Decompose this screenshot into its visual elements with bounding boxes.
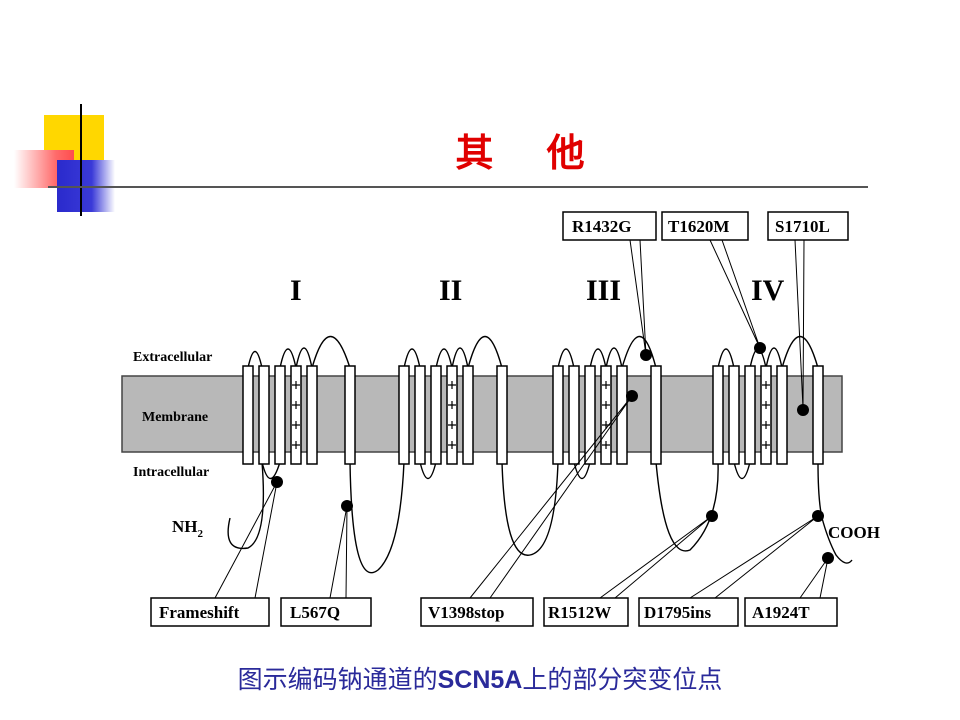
label-extracellular: Extracellular [133,350,212,365]
caption-text-post: 上的部分突变位点 [522,665,723,694]
channel-loops [227,335,853,574]
label-frameshift: Frameshift [159,603,240,622]
label-s1710l: S1710L [775,217,830,236]
label-r1512w: R1512W [548,603,611,622]
site-s1710l [797,404,809,416]
site-frameshift [271,476,283,488]
domain-label-3: III [586,274,621,307]
domain-label-2: II [439,274,462,307]
site-r1432g [640,349,652,361]
label-d1795ins: D1795ins [644,603,711,622]
site-a1924t [822,552,834,564]
slide-caption: 图示编码钠通道的SCN5A上的部分突变位点 [0,660,960,696]
label-intracellular: Intracellular [133,465,209,480]
title-underline [48,186,868,188]
domain-label-1: I [290,274,302,307]
label-r1432g: R1432G [572,217,632,236]
caption-text-pre: 图示编码钠通道的 [237,665,438,694]
domain-label-4: IV [751,274,785,307]
label-l567q: L567Q [290,603,340,622]
site-v1398stop [626,390,638,402]
caption-gene-name: SCN5A [437,666,523,694]
mutation-sites [271,342,834,564]
mutation-labels-bottom: Frameshift L567Q V1398stop R1512W D1795i… [150,597,838,627]
site-t1620m [754,342,766,354]
site-d1795ins [812,510,824,522]
slide-title: 其 他 [455,131,605,175]
label-t1620m: T1620M [668,217,729,236]
site-r1512w [706,510,718,522]
label-v1398stop: V1398stop [428,603,505,622]
mutation-labels-top: R1432G T1620M S1710L [562,211,849,241]
s4-charge-marks [292,381,770,449]
decor-vertical-line [80,104,82,216]
label-a1924t: A1924T [752,603,810,622]
mutation-pointer-lines [214,239,829,599]
label-nh2: NH2 [172,517,204,540]
label-cooh: COOH [828,523,880,542]
site-l567q [341,500,353,512]
transmembrane-helices [242,365,824,465]
label-membrane: Membrane [142,410,208,425]
